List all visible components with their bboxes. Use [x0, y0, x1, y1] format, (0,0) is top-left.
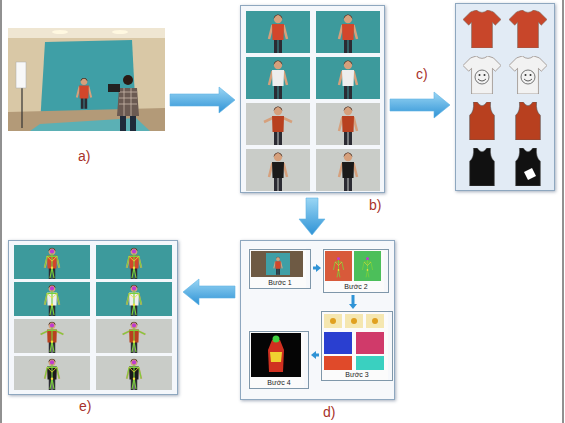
step-box: Bước 2 [323, 249, 389, 293]
pipeline-panel: d)Bước 1Bước 2Bước 3Bước 4 [240, 240, 395, 400]
image-grid-panel: b) [240, 5, 385, 193]
photo-panel: a) [8, 28, 165, 131]
step-box: Bước 4 [249, 331, 309, 389]
result-panel: e) [8, 240, 178, 395]
block-arrow [170, 87, 235, 113]
garment-panel: c) [455, 3, 555, 191]
step-label: Bước 3 [322, 371, 392, 379]
panel-label: c) [416, 66, 428, 82]
step-label: Bước 1 [250, 279, 310, 287]
block-arrow [299, 198, 325, 235]
step-box: Bước 3 [321, 311, 393, 381]
step-arrow [349, 295, 357, 309]
step-arrow [311, 351, 319, 359]
panel-label: e) [79, 398, 91, 414]
panel-label: a) [78, 148, 90, 164]
block-arrow [183, 279, 235, 305]
step-label: Bước 4 [250, 379, 308, 387]
panel-label: d) [323, 404, 335, 420]
step-arrow [313, 264, 321, 272]
block-arrow [390, 92, 450, 118]
panel-label: b) [369, 197, 381, 213]
step-label: Bước 2 [324, 283, 388, 291]
step-box: Bước 1 [249, 249, 311, 289]
